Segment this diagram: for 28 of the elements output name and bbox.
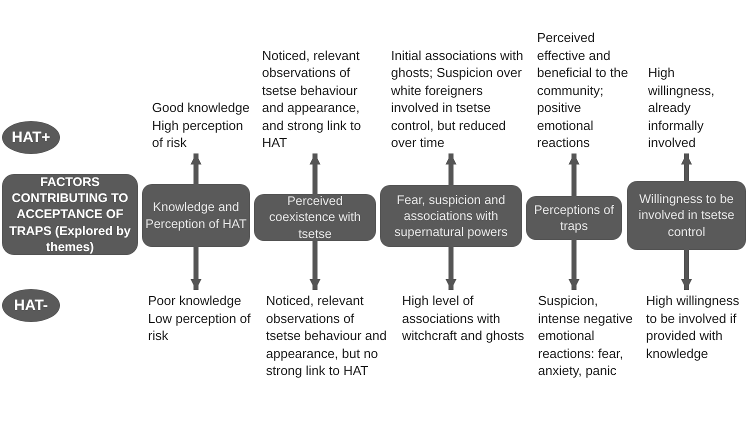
arrow	[568, 240, 580, 290]
theme-box: Perceptions of traps	[526, 196, 622, 240]
outcome-text: Initial associations with ghosts; Suspicion over white foreigners involved in tsetse control, but reduced over time	[391, 46, 524, 152]
outcome-text: Suspicion, intense negative emotional reactions: fear, anxiety, panic	[538, 292, 634, 380]
theme-box: Fear, suspicion and associations with supernatural powers	[380, 185, 522, 247]
arrow	[446, 153, 456, 185]
outcome-text: High willingness to be involved if provided with knowledge	[646, 292, 740, 362]
oval-label: HAT+	[2, 121, 60, 154]
arrow	[446, 247, 456, 290]
arrow	[681, 153, 692, 181]
arrow	[568, 153, 580, 196]
arrow	[190, 247, 202, 290]
theme-box: Perceived coexistence with tsetse	[254, 194, 376, 241]
oval-label: HAT-	[2, 289, 60, 322]
outcome-text: High level of associations with witchcraft and ghosts	[402, 292, 526, 345]
outcome-text: High willingness, already informally involved	[648, 64, 716, 152]
outcome-text: Poor knowledge Low perception of risk	[148, 292, 252, 345]
outcome-text: Perceived effective and beneficial to the community; positive emotional reactions	[537, 29, 630, 152]
arrow	[190, 153, 202, 184]
theme-box: Knowledge and Perception of HAT	[142, 184, 250, 247]
main-factor-box: FACTORS CONTRIBUTING TO ACCEPTANCE OF TRAPS (Explored by themes)	[2, 174, 138, 255]
arrow	[310, 153, 320, 194]
arrow	[681, 250, 692, 290]
arrow	[310, 241, 320, 290]
theme-box: Willingness to be involved in tsetse control	[627, 181, 746, 250]
outcome-text: Good knowledge High perception of risk	[152, 99, 251, 152]
outcome-text: Noticed, relevant observations of tsetse behaviour and appearance, and strong link to HAT	[262, 46, 362, 152]
outcome-text: Noticed, relevant observations of tsetse behaviour and appearance, but no strong link to HAT	[266, 292, 388, 380]
